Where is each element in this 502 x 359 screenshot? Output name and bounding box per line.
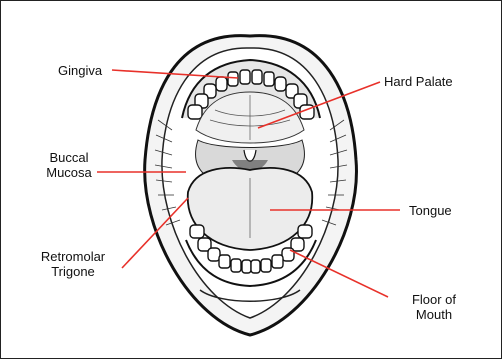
label-gingiva: Gingiva — [58, 63, 102, 78]
label-tongue: Tongue — [409, 203, 452, 218]
label-retromolar-trigone: Retromolar Trigone — [36, 249, 110, 279]
label-hard-palate: Hard Palate — [384, 74, 453, 89]
label-floor-of-mouth-line2: Mouth — [404, 307, 464, 322]
label-buccal-mucosa-line2: Mucosa — [42, 165, 96, 180]
label-buccal-mucosa-line1: Buccal — [42, 150, 96, 165]
label-retromolar-trigone-line2: Trigone — [36, 264, 110, 279]
label-buccal-mucosa: Buccal Mucosa — [42, 150, 96, 180]
label-floor-of-mouth-line1: Floor of — [404, 292, 464, 307]
label-floor-of-mouth: Floor of Mouth — [404, 292, 464, 322]
label-retromolar-trigone-line1: Retromolar — [36, 249, 110, 264]
